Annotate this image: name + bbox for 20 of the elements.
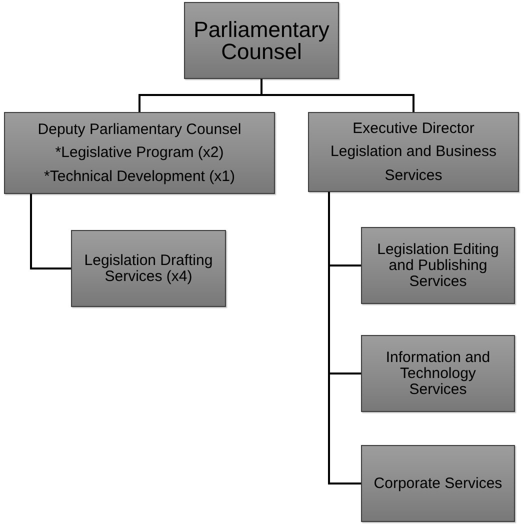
unit-title: Information and Technology Services [384, 350, 492, 398]
org-unit-box [4, 112, 275, 194]
unit-title: Executive Director [352, 118, 474, 139]
unit-title: Legislation Drafting Services (x4) [83, 252, 214, 284]
org-unit-box [184, 2, 339, 79]
connector-line [328, 192, 361, 484]
org-unit-box [361, 335, 515, 412]
connector-line [30, 194, 71, 270]
unit-title: Legislation Editing and Publishing Services [376, 242, 500, 290]
org-unit-box [308, 112, 519, 192]
unit-title: Parliamentary Counsel [192, 18, 330, 62]
unit-detail: *Legislative Program (x2) [55, 143, 224, 164]
unit-detail: *Technical Development (x1) [44, 166, 235, 187]
org-unit-box [71, 230, 226, 307]
connector-line [260, 79, 414, 112]
unit-detail: Legislation and Business Services [330, 142, 498, 186]
unit-title: Deputy Parliamentary Counsel [38, 120, 242, 140]
org-unit-box [361, 445, 515, 522]
org-unit-box [361, 227, 515, 304]
unit-title: Corporate Services [374, 476, 502, 492]
